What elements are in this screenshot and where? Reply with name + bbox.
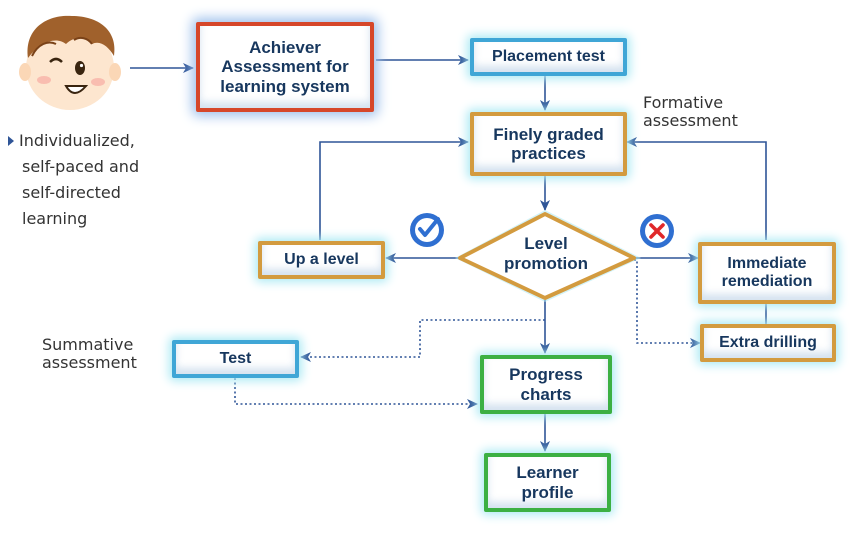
level-promotion-diamond [455,210,641,302]
progress-charts-box: Progress charts [480,355,612,414]
dotted-arrow-to-drilling [634,259,701,348]
level-promotion-label: Level promotion [503,234,589,274]
dotted-arrow-to-test [300,319,545,362]
immediate-remediation-box: Immediate remediation [698,242,836,304]
extra-drilling-label: Extra drilling [719,333,817,351]
placement-test-box: Placement test [470,38,627,76]
learner-description: Individualized, self-paced and self-dire… [8,128,158,232]
extra-drilling-box: Extra drilling [700,324,836,362]
summative-assessment-label: Summative assessment [42,335,137,372]
checkmark-icon [410,213,444,247]
arrow-up-level-to-practices [319,137,469,240]
immediate-remediation-label: Immediate remediation [721,254,813,290]
achiever-system-label: Achiever Assessment for learning system [220,38,350,96]
up-a-level-box: Up a level [258,241,385,279]
progress-charts-label: Progress charts [509,365,583,404]
learner-line-1: Individualized, [19,131,135,150]
bullet-triangle-icon [8,136,14,146]
learner-profile-box: Learner profile [484,453,611,512]
up-a-level-label: Up a level [284,250,359,268]
achiever-system-box: Achiever Assessment for learning system [196,22,374,112]
finely-graded-practices-box: Finely graded practices [470,112,627,176]
learner-line-3: self-directed [22,183,121,202]
learner-avatar-icon [19,15,121,110]
finely-graded-practices-label: Finely graded practices [493,124,604,163]
test-label: Test [219,349,252,367]
arrow-remediation-to-practices [626,137,767,240]
learner-line-4: learning [22,209,88,228]
test-box: Test [172,340,299,378]
dotted-arrow-test-to-charts [234,378,478,409]
learner-profile-label: Learner profile [516,463,579,502]
learner-line-2: self-paced and [22,157,140,176]
formative-assessment-label: Formative assessment [643,93,738,130]
cross-icon [640,214,674,248]
placement-test-label: Placement test [492,47,605,65]
